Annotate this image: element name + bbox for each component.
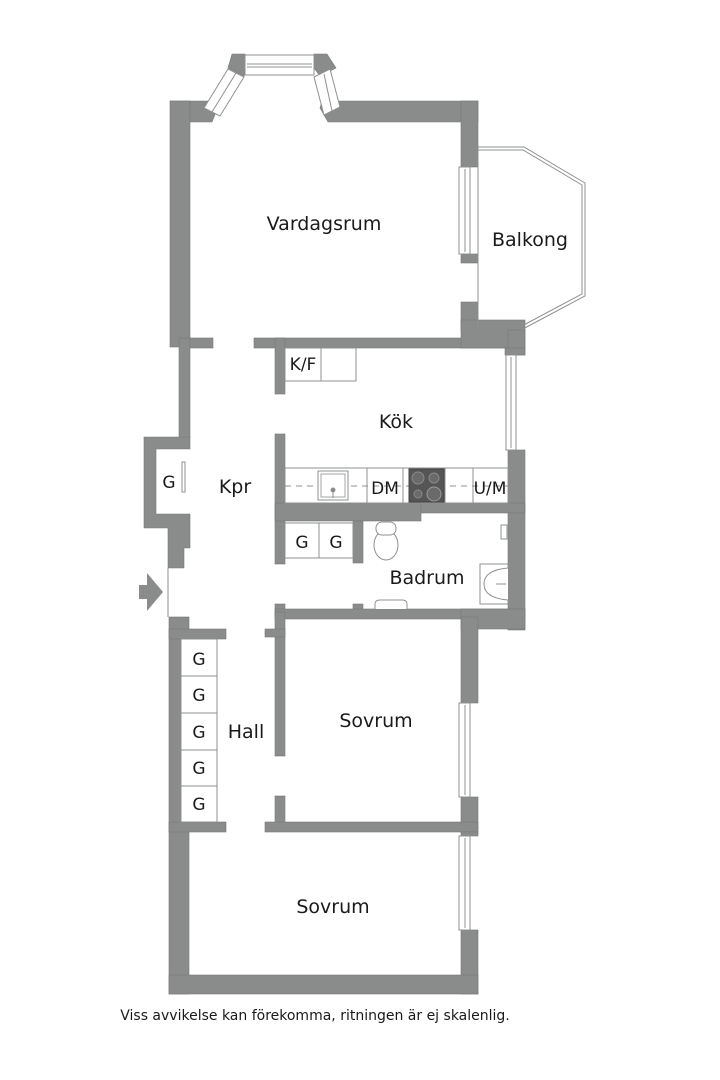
fixture-label-kpr-wardrobe: G	[162, 473, 175, 493]
fixture-label-dishwasher: DM	[371, 479, 399, 499]
room-label-living-room: Vardagsrum	[267, 213, 382, 235]
balcony-outline	[477, 146, 586, 331]
fixture-label-hall-wardrobe: G	[192, 759, 205, 779]
room-label-balcony: Balkong	[492, 229, 568, 251]
room-label-kitchen: Kök	[379, 411, 413, 433]
room-label-bedroom-2: Sovrum	[296, 896, 369, 918]
disclaimer-text: Viss avvikelse kan förekomma, ritningen …	[120, 1008, 510, 1024]
room-label-hall: Hall	[228, 721, 265, 743]
walls	[143, 53, 526, 995]
room-label-bedroom-1: Sovrum	[339, 710, 412, 732]
fixture-label-hall-wardrobe: G	[192, 723, 205, 743]
fixture-label-kitchen-wardrobe: G	[295, 533, 308, 553]
arrow-right-icon	[139, 573, 163, 611]
windows	[203, 54, 517, 931]
room-label-kpr: Kpr	[219, 476, 252, 498]
room-label-bathroom: Badrum	[389, 567, 464, 589]
fixture-label-kitchen-wardrobe: G	[329, 533, 342, 553]
fixtures	[180, 347, 509, 823]
fixture-label-hall-wardrobe: G	[192, 650, 205, 670]
fixture-label-hall-wardrobe: G	[192, 795, 205, 815]
fixture-label-fridge-freezer: K/F	[290, 355, 317, 375]
fixture-label-microwave: U/M	[474, 479, 507, 499]
fixture-label-hall-wardrobe: G	[192, 686, 205, 706]
